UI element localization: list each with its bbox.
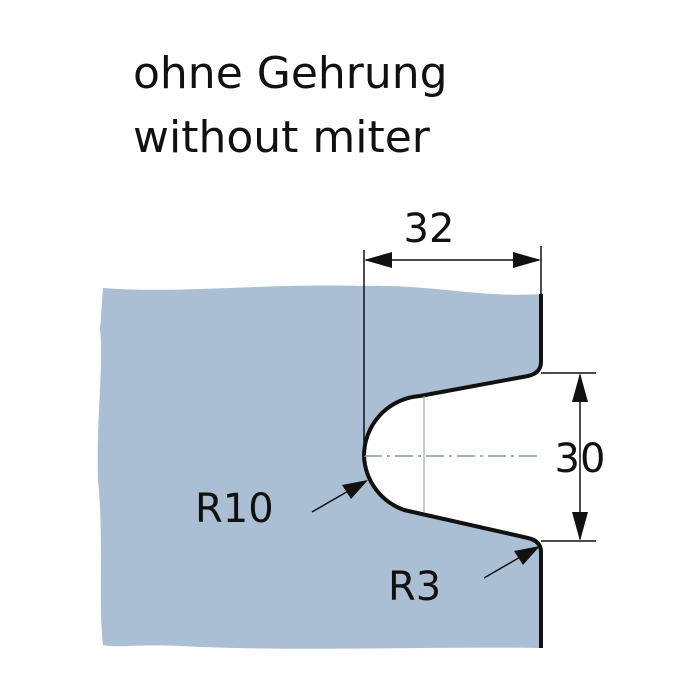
arrow-left xyxy=(364,252,392,268)
leader-r10 xyxy=(311,480,368,513)
dimension-depth xyxy=(363,246,542,456)
glass-panel xyxy=(97,285,541,649)
arrow-down xyxy=(572,512,588,541)
arrow-up xyxy=(572,373,588,402)
radius-edge-label: R3 xyxy=(388,564,441,610)
dimension-height-label: 30 xyxy=(555,436,606,482)
title-english: without miter xyxy=(133,112,431,163)
dimension-height xyxy=(541,372,596,542)
arrow-right xyxy=(513,252,541,268)
title-german: ohne Gehrung xyxy=(133,48,448,99)
leader-r3 xyxy=(483,546,540,579)
dimension-depth-label: 32 xyxy=(404,206,455,252)
radius-inner-label: R10 xyxy=(195,486,274,532)
